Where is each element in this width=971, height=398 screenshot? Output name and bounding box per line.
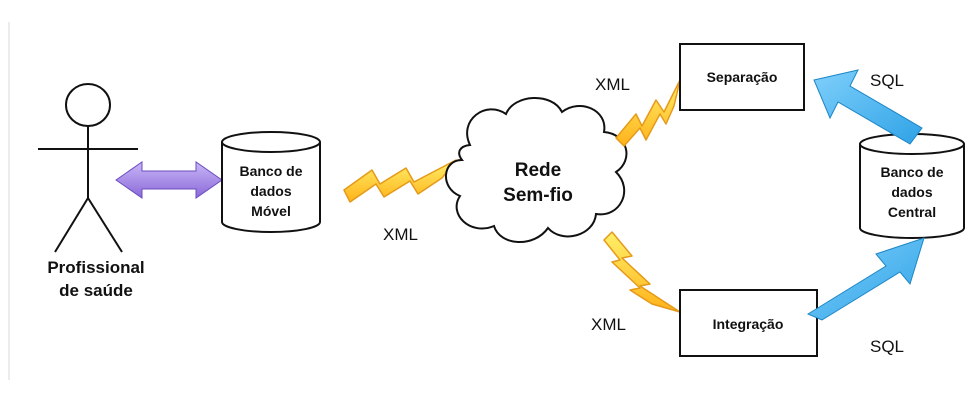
- lightning-cloud-separacao: [615, 79, 681, 147]
- cloud-line2: Sem-fio: [503, 185, 573, 206]
- mobile-db-line2: dados: [250, 183, 291, 199]
- lightning-cloud-integracao: [603, 231, 681, 313]
- sql-label-integracao: SQL: [870, 337, 904, 356]
- separacao-box: [679, 43, 805, 111]
- central-database: [859, 133, 965, 239]
- central-db-line2: dados: [891, 184, 932, 200]
- sql-label-separacao: SQL: [870, 71, 904, 90]
- actor-label-line1: Profissional: [47, 258, 144, 277]
- integracao-box: [679, 289, 818, 357]
- lightning-mobile-cloud: [343, 159, 457, 203]
- actor-figure: [38, 83, 138, 253]
- integracao-label: Integração: [713, 316, 784, 332]
- xml-label-separacao: XML: [595, 75, 630, 94]
- sql-arrow-to-separacao: [813, 69, 923, 145]
- mobile-database: [221, 131, 321, 233]
- mobile-db-line3: Móvel: [251, 203, 291, 219]
- sync-double-arrow: [115, 161, 223, 199]
- actor-label-line2: de saúde: [59, 281, 133, 300]
- xml-label-mobile: XML: [383, 225, 418, 244]
- central-db-line3: Central: [888, 204, 936, 220]
- actor-right-leg: [87, 197, 123, 253]
- xml-label-integracao: XML: [591, 315, 626, 334]
- central-db-line1: Banco de: [880, 164, 943, 180]
- wireless-cloud: [445, 97, 628, 243]
- actor-head: [65, 83, 111, 127]
- sql-arrow-from-integracao: [806, 237, 925, 321]
- cloud-line1: Rede: [515, 160, 561, 181]
- separacao-label: Separação: [707, 69, 778, 85]
- mobile-db-line1: Banco de: [239, 163, 302, 179]
- actor-left-leg: [54, 197, 89, 253]
